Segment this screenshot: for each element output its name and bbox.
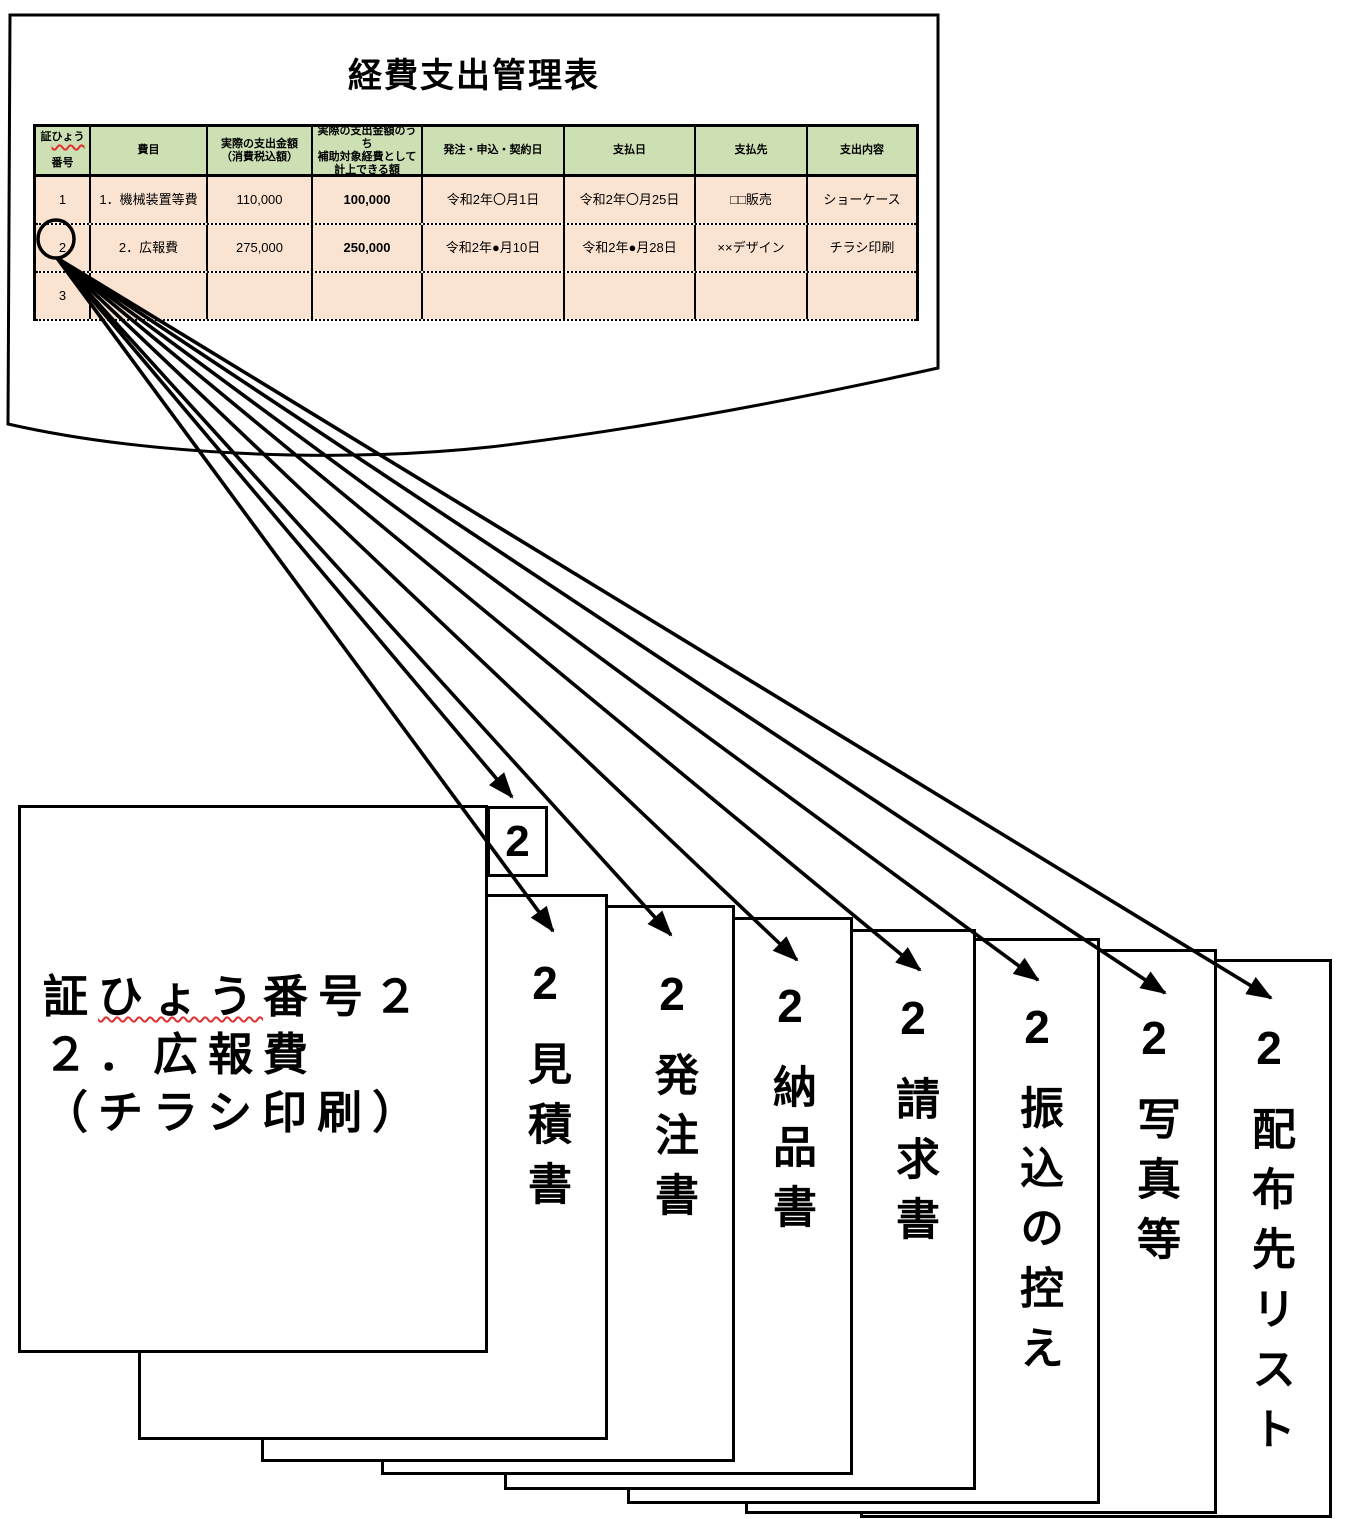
cell-eligible: 250,000: [313, 225, 423, 271]
cell-order-date: [423, 273, 565, 319]
cell-item: 2．広報費: [91, 225, 208, 271]
cell-payee: ××デザイン: [696, 225, 808, 271]
cell-pay-date: [565, 273, 696, 319]
cell-pay-date: 令和2年〇月25日: [565, 177, 696, 223]
header-expense-detail: 支出内容: [808, 127, 916, 174]
table-header-row: 証ひょう 番号 費目 実際の支出金額 （消費税込額） 実際の支出金額のうち 補助…: [36, 125, 916, 177]
spellcheck-squiggle: ひょう: [51, 131, 85, 143]
cell-item: [91, 273, 208, 319]
header-expense-item: 費目: [91, 127, 208, 174]
cell-voucher-3: 3: [36, 273, 91, 319]
table-row: 1 1．機械装置等費 110,000 100,000 令和2年〇月1日 令和2年…: [36, 177, 916, 225]
cell-detail: ショーケース: [808, 177, 916, 223]
document-number: 2: [1141, 1012, 1167, 1064]
header-voucher-number: 証ひょう 番号: [36, 127, 91, 174]
document-number: 2: [659, 968, 685, 1020]
cover-card: 証ひょう番号２ ２．広報費 （チラシ印刷）: [18, 805, 488, 1353]
cover-number-tab: 2: [487, 806, 548, 877]
document-strip: 2 写真等: [1094, 952, 1214, 1511]
header-payment-date: 支払日: [565, 127, 696, 174]
page-title: 経費支出管理表: [348, 57, 600, 95]
document-strip: 2 納品書: [730, 920, 850, 1472]
document-number: 2: [900, 992, 926, 1044]
document-label: 請求書: [889, 1076, 938, 1256]
header-payee: 支払先: [696, 127, 808, 174]
cell-eligible: [313, 273, 423, 319]
cell-order-date: 令和2年〇月1日: [423, 177, 565, 223]
cell-amount: 275,000: [208, 225, 313, 271]
document-number: 2: [777, 980, 803, 1032]
document-strip: 2 発注書: [612, 908, 732, 1459]
document-strip: 2 振込の控え: [977, 941, 1097, 1501]
cell-amount: 110,000: [208, 177, 313, 223]
cover-caption: 証ひょう番号２ ２．広報費 （チラシ印刷）: [43, 968, 428, 1142]
cell-voucher-2-circled: 2: [36, 225, 91, 271]
document-label: 振込の控え: [1013, 1085, 1062, 1385]
cell-voucher-1: 1: [36, 177, 91, 223]
cell-payee: [696, 273, 808, 319]
cover-caption-line3: （チラシ印刷）: [43, 1087, 428, 1138]
document-number: 2: [1024, 1001, 1050, 1053]
document-strip: 2 配布先リスト: [1209, 962, 1329, 1515]
cell-order-date: 令和2年●月10日: [423, 225, 565, 271]
cell-payee: □□販売: [696, 177, 808, 223]
table-row: 2 2．広報費 275,000 250,000 令和2年●月10日 令和2年●月…: [36, 225, 916, 273]
document-strip: 2 見積書: [485, 897, 605, 1437]
document-label: 見積書: [521, 1041, 570, 1221]
document-number: 2: [532, 957, 558, 1009]
table-row: 3: [36, 273, 916, 321]
cell-eligible: 100,000: [313, 177, 423, 223]
cell-amount: [208, 273, 313, 319]
cell-detail: [808, 273, 916, 319]
document-number: 2: [1256, 1022, 1282, 1074]
header-eligible-amount: 実際の支出金額のうち 補助対象経費として 計上できる額: [313, 125, 423, 176]
cell-detail: チラシ印刷: [808, 225, 916, 271]
cell-pay-date: 令和2年●月28日: [565, 225, 696, 271]
header-order-date: 発注・申込・契約日: [423, 127, 565, 174]
document-label: 配布先リスト: [1245, 1106, 1294, 1466]
expense-table: 証ひょう 番号 費目 実際の支出金額 （消費税込額） 実際の支出金額のうち 補助…: [33, 124, 919, 321]
document-strip: 2 請求書: [853, 932, 973, 1487]
document-label: 納品書: [766, 1064, 815, 1244]
spellcheck-squiggle: ひょう: [98, 971, 264, 1022]
header-actual-amount: 実際の支出金額 （消費税込額）: [208, 127, 313, 174]
cover-caption-line2: ２．広報費: [43, 1029, 319, 1080]
cell-item: 1．機械装置等費: [91, 177, 208, 223]
cover-caption-line1: 証ひょう番号２: [43, 971, 429, 1022]
document-label: 発注書: [648, 1052, 697, 1232]
document-label: 写真等: [1130, 1096, 1179, 1276]
